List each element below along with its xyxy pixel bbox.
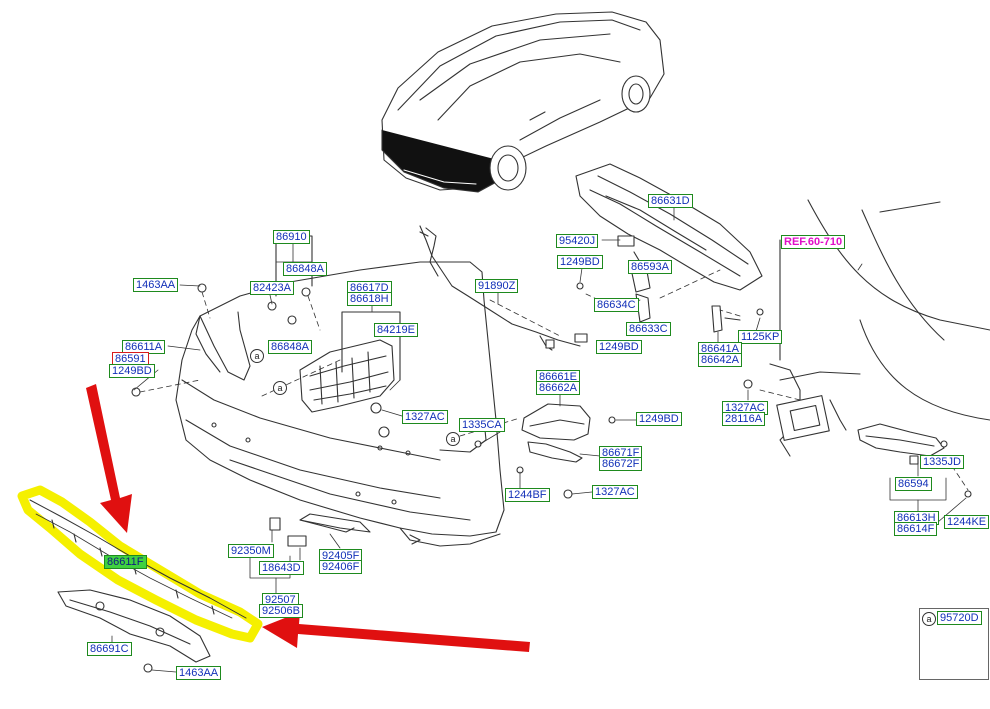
part-label-86662A[interactable]: 86662A <box>536 381 580 395</box>
part-label-86641A[interactable]: 86641A <box>698 342 742 356</box>
part-label-82423A[interactable]: 82423A <box>250 281 294 295</box>
part-label-1249BD[interactable]: 1249BD <box>109 364 155 378</box>
quarter-panel <box>769 199 990 457</box>
part-label-1463AA[interactable]: 1463AA <box>133 278 179 292</box>
part-label-86618H[interactable]: 86618H <box>347 292 392 306</box>
part-label-86614F[interactable]: 86614F <box>894 522 938 536</box>
part-label-86631D[interactable]: 86631D <box>648 194 693 208</box>
part-label-92506B[interactable]: 92506B <box>259 604 303 618</box>
car-illustration <box>381 11 665 193</box>
marker-a-1: a <box>250 349 264 363</box>
part-label-1249BD-4[interactable]: 1249BD <box>636 412 682 426</box>
part-label-86848A[interactable]: 86848A <box>283 262 327 276</box>
part-label-86591[interactable]: 86591 <box>112 352 149 366</box>
part-label-86661E[interactable]: 86661E <box>536 370 580 384</box>
part-label-1463AA-2[interactable]: 1463AA <box>176 666 222 680</box>
part-label-92406F[interactable]: 92406F <box>319 560 363 574</box>
part-label-86848A-2[interactable]: 86848A <box>268 340 312 354</box>
part-label-1335JD[interactable]: 1335JD <box>920 455 964 469</box>
part-label-1125KP[interactable]: 1125KP <box>738 330 783 344</box>
ref-label[interactable]: REF.60-710 <box>781 235 846 249</box>
part-label-86594[interactable]: 86594 <box>895 477 932 491</box>
part-label-86593A[interactable]: 86593A <box>628 260 672 274</box>
part-label-95420J[interactable]: 95420J <box>556 234 599 248</box>
part-label-86633C[interactable]: 86633C <box>626 322 671 336</box>
side-bracket-lower <box>857 423 945 465</box>
part-label-92350M[interactable]: 92350M <box>228 544 274 558</box>
part-label-86642A[interactable]: 86642A <box>698 353 742 367</box>
lower-skid-plate <box>57 589 211 663</box>
side-bracket-upper <box>521 403 591 463</box>
part-label-1335CA[interactable]: 1335CA <box>459 418 505 432</box>
part-label-86691C[interactable]: 86691C <box>87 642 132 656</box>
legend-part-label[interactable]: 95720D <box>937 611 982 625</box>
marker-a-3: a <box>446 432 460 446</box>
part-label-1327AC[interactable]: 1327AC <box>402 410 448 424</box>
wiring-harness <box>419 225 588 351</box>
part-label-84219E[interactable]: 84219E <box>374 323 418 337</box>
part-label-86611F-highlighted[interactable]: 86611F <box>104 555 147 569</box>
fasteners <box>131 282 972 673</box>
red-arrows <box>86 384 530 652</box>
part-label-86672F[interactable]: 86672F <box>599 457 643 471</box>
part-label-28116A[interactable]: 28116A <box>722 412 766 426</box>
rear-beam <box>575 163 763 333</box>
marker-a-2: a <box>273 381 287 395</box>
part-label-1244KE[interactable]: 1244KE <box>944 515 990 529</box>
part-label-1249BD-3[interactable]: 1249BD <box>596 340 642 354</box>
part-label-91890Z[interactable]: 91890Z <box>475 279 519 293</box>
part-label-86671F[interactable]: 86671F <box>599 446 643 460</box>
part-label-1249BD-2[interactable]: 1249BD <box>557 255 603 269</box>
part-label-86634C[interactable]: 86634C <box>594 298 639 312</box>
part-label-86910[interactable]: 86910 <box>273 230 310 244</box>
part-label-1244BF[interactable]: 1244BF <box>505 488 550 502</box>
part-label-1327AC-2[interactable]: 1327AC <box>592 485 638 499</box>
part-label-92405F[interactable]: 92405F <box>319 549 363 563</box>
part-label-18643D[interactable]: 18643D <box>259 561 304 575</box>
legend-marker: a <box>922 612 936 626</box>
energy-absorber <box>299 339 395 438</box>
